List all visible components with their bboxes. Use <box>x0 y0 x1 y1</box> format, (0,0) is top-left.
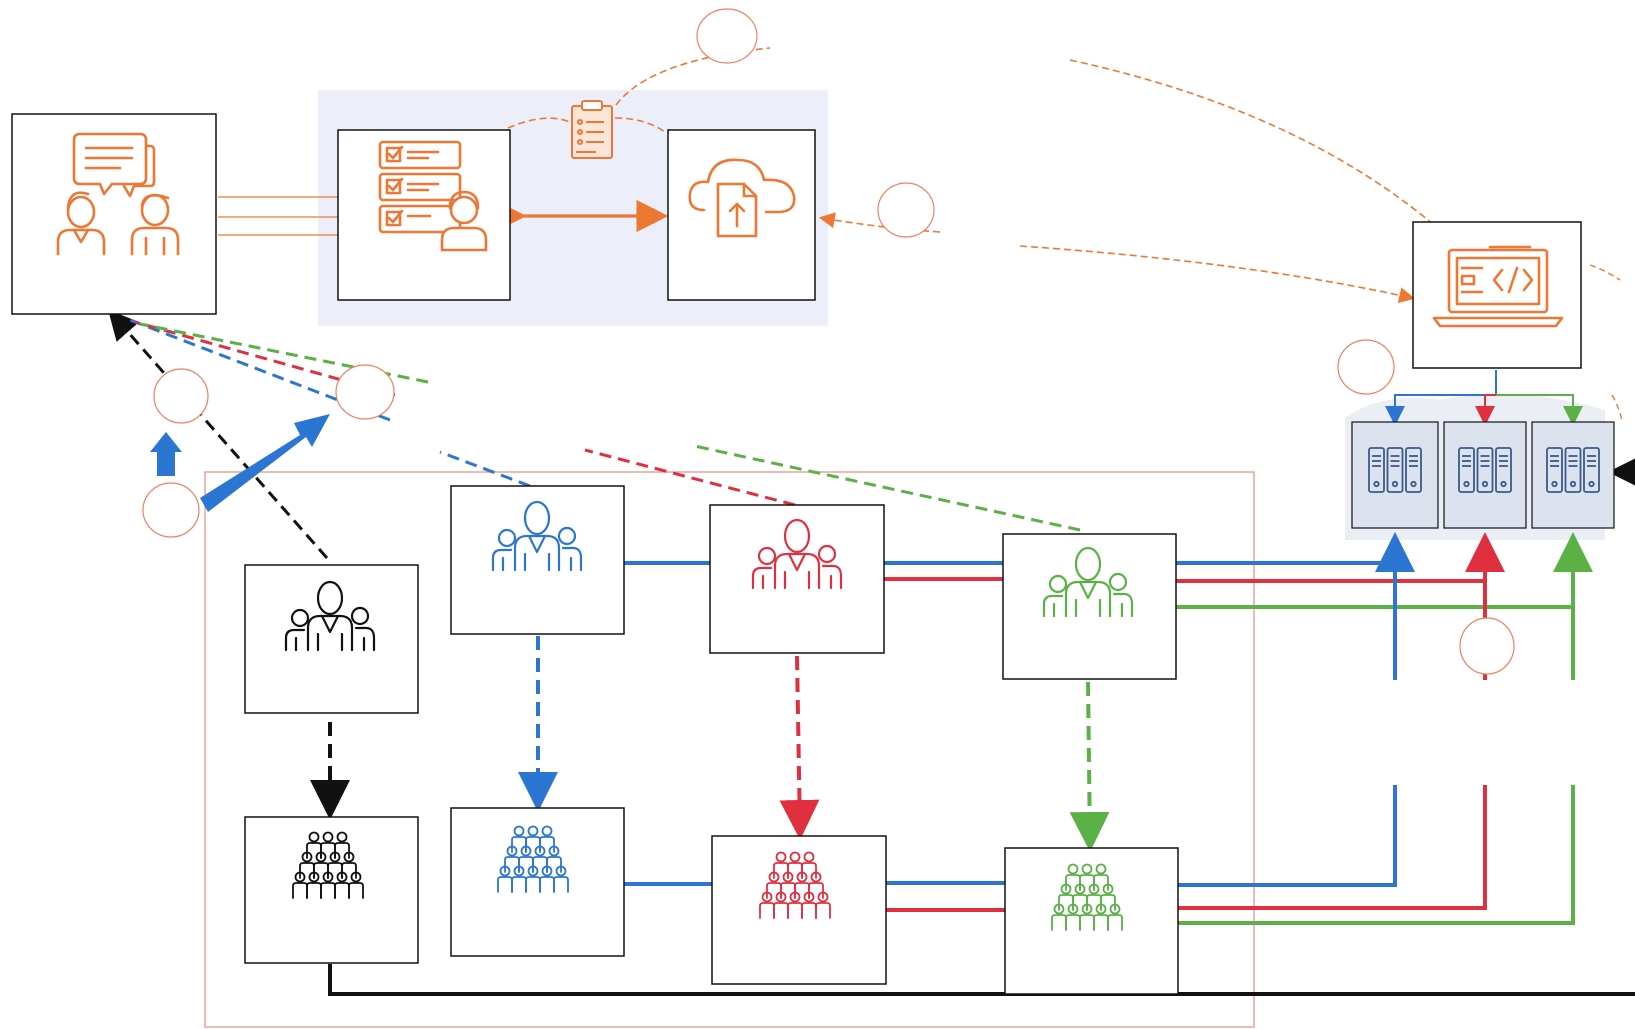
node-team-lead-black[interactable] <box>244 564 419 714</box>
step-marker <box>153 368 209 424</box>
node-team-lead-red[interactable] <box>709 504 885 654</box>
team-flow-lines <box>328 457 1635 996</box>
node-clipboard[interactable] <box>571 100 613 159</box>
laptop-server-links <box>1385 370 1583 426</box>
step-marker <box>335 364 395 420</box>
priority-arrows <box>150 414 330 512</box>
node-team-lead-blue[interactable] <box>450 485 625 635</box>
node-developer-laptop[interactable] <box>1412 221 1582 369</box>
node-server-red[interactable] <box>1443 421 1527 529</box>
node-cloud-upload[interactable] <box>667 129 816 301</box>
chat-people-icon <box>56 132 180 256</box>
step-marker <box>1337 339 1395 395</box>
node-team-blue[interactable] <box>450 807 625 957</box>
laptop-code-icon <box>1432 245 1564 328</box>
agent-checklist-icon <box>378 140 488 252</box>
clipboard-icon <box>571 100 613 159</box>
step-marker <box>696 8 758 64</box>
node-team-lead-green[interactable] <box>1002 533 1177 680</box>
node-team-green[interactable] <box>1004 847 1179 995</box>
delegation-arrows <box>310 636 1110 852</box>
step-marker <box>1459 617 1515 675</box>
step-marker <box>142 482 200 538</box>
teams-frame <box>204 471 1255 1028</box>
cloud-upload-icon <box>688 158 796 238</box>
node-server-blue[interactable] <box>1351 421 1439 529</box>
node-customer-support[interactable] <box>11 113 217 315</box>
node-team-red[interactable] <box>711 835 887 985</box>
node-team-black[interactable] <box>244 816 419 964</box>
orange-connectors <box>218 47 1623 421</box>
step-marker <box>877 182 935 238</box>
node-support-agent[interactable] <box>337 129 511 301</box>
node-server-green[interactable] <box>1531 421 1615 529</box>
step-markers <box>142 8 1515 675</box>
